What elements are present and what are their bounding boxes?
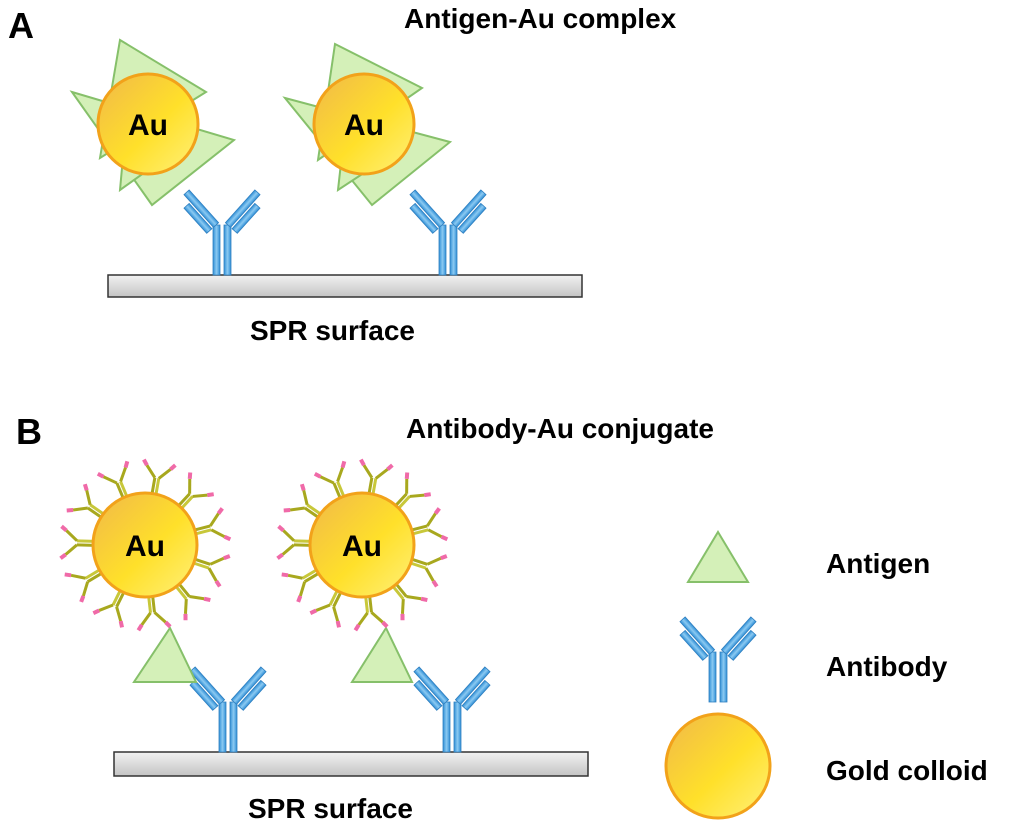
- legend-gold-label: Gold colloid: [826, 755, 988, 786]
- gold-particle: [91, 491, 199, 599]
- conjugate-antibody: [275, 524, 315, 562]
- au-label: Au: [342, 530, 382, 563]
- antigen-au-complex: Au: [282, 42, 453, 207]
- spr-surface: [113, 751, 589, 777]
- antigen: [350, 625, 414, 683]
- panel-a-title: Antigen-Au complex: [404, 3, 677, 34]
- antibody: [182, 666, 274, 753]
- legend-antigen-icon: [686, 530, 750, 583]
- panel-b-surface-label: SPR surface: [248, 793, 413, 824]
- legend-antibody-label: Antibody: [826, 651, 948, 682]
- au-label: Au: [344, 109, 384, 142]
- antibody: [176, 189, 268, 276]
- legend: Antigen Antibody Gold colloid: [664, 530, 988, 820]
- panel-b: B Antibody-Au conjugate SPR surface Au A…: [16, 411, 714, 824]
- panel-a-surface-label: SPR surface: [250, 315, 415, 346]
- antibody-au-conjugate: Au: [58, 457, 231, 633]
- conjugate-antibody: [132, 590, 173, 633]
- legend-antibody-icon: [672, 616, 764, 703]
- panel-b-title: Antibody-Au conjugate: [406, 413, 714, 444]
- au-label: Au: [128, 109, 168, 142]
- antibody-au-conjugate: Au: [275, 457, 448, 633]
- panel-b-letter: B: [16, 411, 42, 452]
- antigen: [132, 625, 198, 683]
- gold-particle: [312, 72, 416, 176]
- legend-gold-icon: [664, 712, 772, 820]
- gold-particle: [96, 72, 200, 176]
- panel-a-letter: A: [8, 5, 34, 46]
- legend-antigen-label: Antigen: [826, 548, 930, 579]
- au-label: Au: [125, 530, 165, 563]
- gold-particle: [308, 491, 416, 599]
- antibody: [406, 666, 498, 753]
- spr-surface: [107, 274, 583, 298]
- panel-a: A Antigen-Au complex SPR surface Au Au: [8, 3, 677, 346]
- antigen-au-complex: Au: [69, 38, 237, 207]
- antibody: [402, 189, 494, 276]
- conjugate-antibody: [58, 524, 98, 562]
- conjugate-antibody: [349, 590, 390, 633]
